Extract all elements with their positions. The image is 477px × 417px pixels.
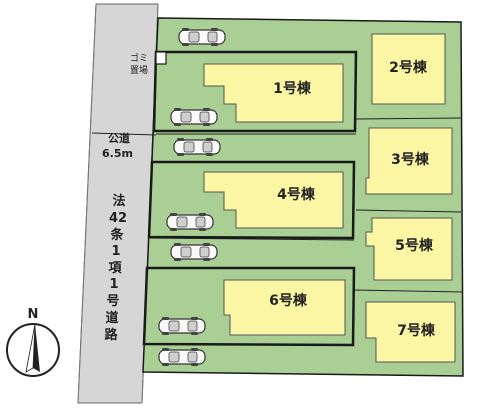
car-icon	[158, 347, 206, 367]
svg-text:項: 項	[108, 261, 122, 276]
lot-5-label: 5号棟	[395, 237, 434, 254]
public-road-label: 公道	[108, 131, 130, 145]
svg-text:法: 法	[112, 193, 125, 209]
house-2	[371, 33, 446, 105]
svg-text:条: 条	[110, 227, 124, 243]
public-road-marker	[91, 132, 157, 136]
house-7	[365, 301, 456, 363]
svg-text:42: 42	[109, 211, 127, 226]
garbage-area-box	[155, 51, 167, 65]
garbage-area-label-2: 置場	[130, 64, 148, 76]
lot-4-label: 4号棟	[277, 186, 316, 203]
house-1	[203, 63, 344, 123]
svg-text:1: 1	[109, 277, 118, 292]
house-3	[365, 127, 453, 195]
car-icon	[166, 212, 214, 232]
garbage-area-label-1: ゴミ	[130, 52, 148, 64]
lot-1-label: 1号棟	[273, 80, 312, 97]
lot-2-label: 2号棟	[389, 59, 428, 76]
compass-icon: N	[6, 307, 60, 377]
house-6	[223, 279, 346, 336]
car-icon	[173, 137, 221, 157]
svg-text:道: 道	[105, 310, 118, 326]
house-4	[203, 171, 344, 229]
house-5	[365, 217, 453, 281]
lot-7-label: 7号棟	[397, 322, 436, 339]
car-icon	[178, 27, 226, 47]
legal-road-label: 法 42 条 1 項 1 号 道 路	[104, 193, 127, 343]
lot-3-label: 3号棟	[391, 151, 430, 168]
car-icon	[170, 107, 218, 127]
lot-6-label: 6号棟	[269, 292, 308, 309]
car-icon	[170, 242, 218, 262]
public-road-width: 6.5m	[102, 147, 133, 160]
svg-text:号: 号	[106, 294, 119, 309]
compass-label: N	[28, 307, 39, 322]
svg-text:1: 1	[111, 244, 120, 259]
svg-text:路: 路	[104, 327, 118, 343]
car-icon	[158, 316, 206, 336]
